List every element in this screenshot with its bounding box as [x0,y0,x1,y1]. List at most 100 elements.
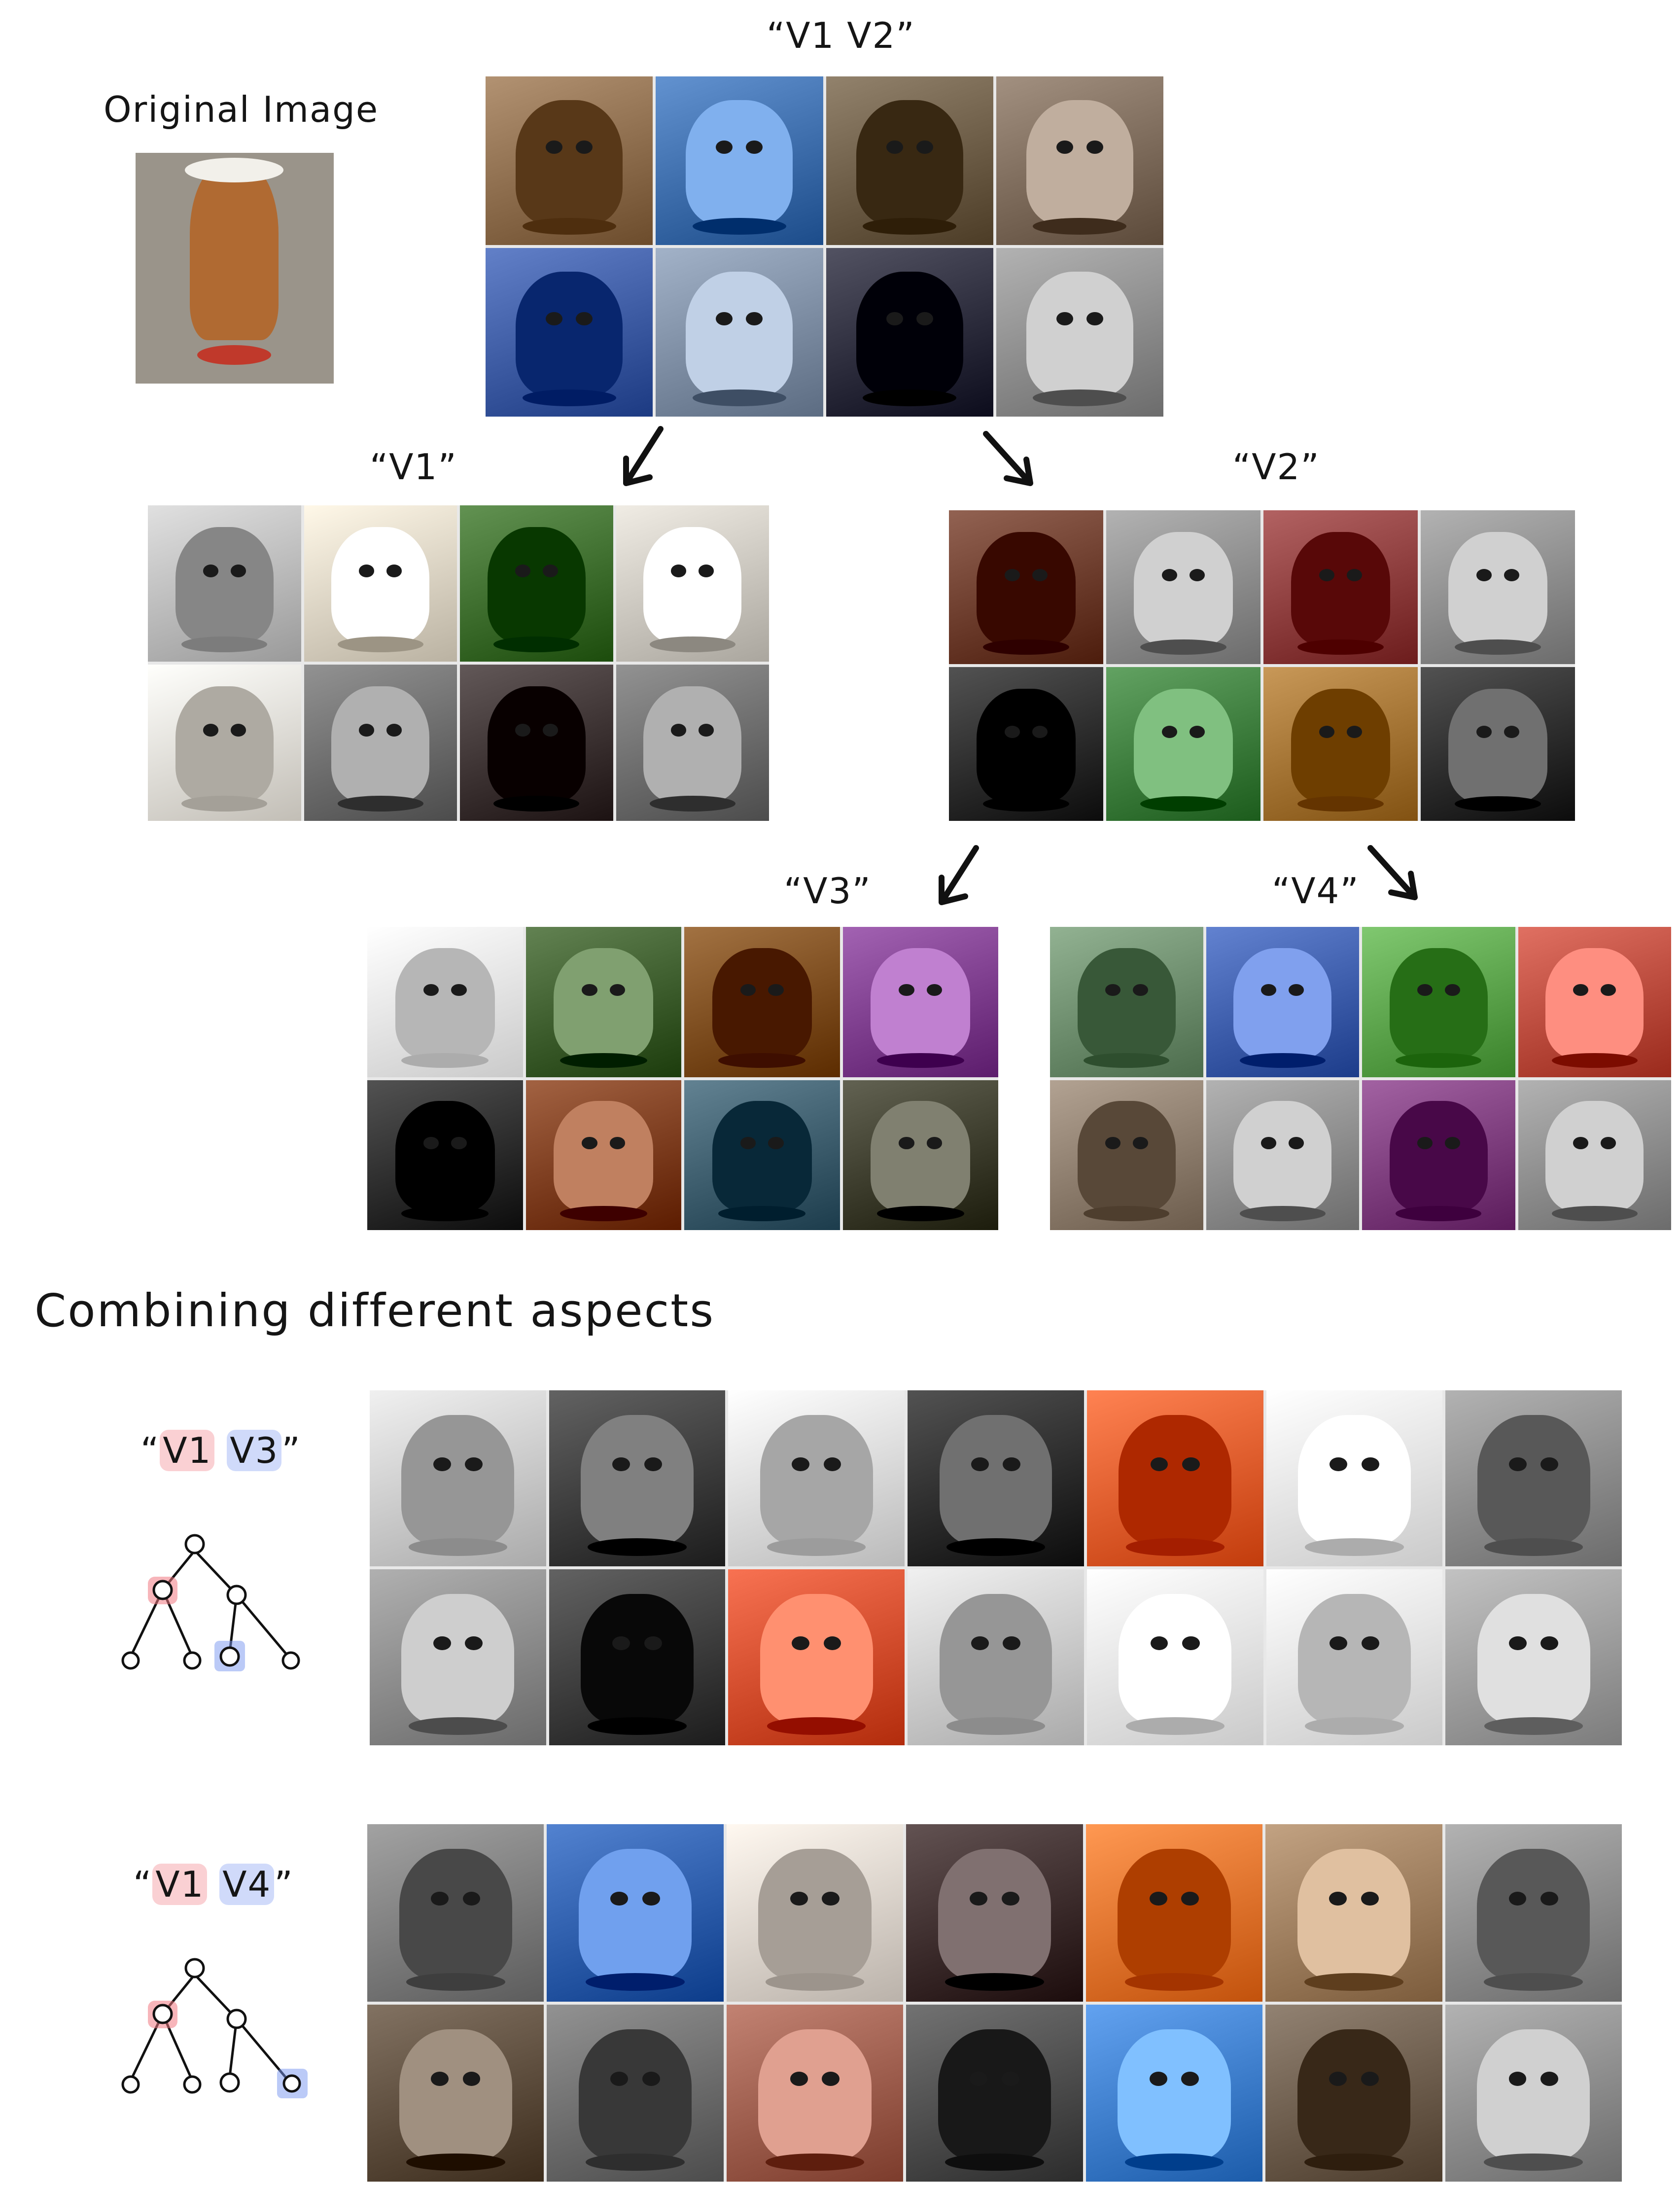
base-shape [863,218,957,235]
generated-image-tile [1265,2004,1442,2182]
subject-shape [643,527,742,643]
subject-shape [578,1849,692,1980]
quote-open: “ [140,1430,160,1471]
base-shape [1484,2153,1583,2171]
base-shape [1140,639,1227,655]
eye-shape [926,984,943,996]
generated-image-tile [1518,1080,1671,1230]
eye-shape [970,2072,988,2086]
eye-shape [644,1636,662,1651]
generated-image-tile [1206,927,1359,1077]
subject-shape [1077,948,1176,1059]
subject-shape [1233,948,1332,1059]
eye-shape [610,1891,629,1906]
eye-shape [1149,2072,1167,2086]
subject-shape [1477,1593,1590,1725]
eye-shape [542,565,558,577]
subject-shape [1119,1593,1232,1725]
generated-image-tile [842,927,998,1077]
subject-shape [554,1101,654,1212]
subject-shape [1291,688,1390,803]
eye-shape [1001,1891,1019,1906]
subject-shape [643,686,742,802]
subject-shape [395,948,495,1059]
base-shape [649,636,735,652]
eye-shape [576,312,593,326]
generated-image-tile [616,505,769,662]
generated-image-tile [1265,1824,1442,2002]
generated-image-tile [460,665,613,821]
base-shape [692,218,786,235]
generated-image-tile [547,1824,724,2002]
subject-shape [856,271,963,396]
eye-shape [1003,1457,1021,1472]
subject-shape [760,1593,873,1725]
eye-shape [1261,1137,1277,1149]
generated-image-tile [1362,1080,1515,1230]
eye-shape [1182,1636,1200,1651]
eye-shape [792,1457,809,1472]
eye-shape [1540,1457,1559,1472]
eye-shape [462,1891,481,1906]
generated-image-tile [1263,667,1418,821]
eye-shape [822,1891,840,1906]
eye-shape [1540,2072,1558,2086]
generated-image-tile [684,927,840,1077]
generated-image-tile [1445,2004,1622,2182]
eye-shape [1105,1137,1120,1149]
base-shape [1125,1538,1225,1556]
subject-shape [1477,1414,1590,1546]
generated-image-tile [1445,1390,1622,1566]
eye-shape [546,140,563,154]
eye-shape [1190,568,1205,581]
subject-shape [399,2029,512,2160]
eye-shape [1504,568,1520,581]
eye-shape [823,1457,841,1472]
base-shape [337,636,423,652]
base-shape [649,796,735,812]
base-shape [406,1973,505,1991]
subject-shape [712,948,812,1059]
eye-shape [1086,312,1103,326]
v1v2-label: “V1 V2” [767,15,915,56]
generated-image-tile [1106,510,1260,664]
generated-image-tile [1050,927,1203,1077]
eye-shape [1540,1891,1558,1906]
eye-shape [230,565,246,577]
generated-image-tile [1050,1080,1203,1230]
generated-image-tile [1085,1824,1263,2002]
eye-shape [576,140,593,154]
subject-shape [516,271,623,396]
eye-shape [886,312,903,326]
subject-shape [1118,1849,1231,1980]
subject-shape [758,2029,872,2160]
base-shape [401,1053,489,1068]
subject-shape [1545,948,1644,1059]
eye-shape [916,140,933,154]
subject-shape [1545,1101,1644,1212]
v1-label: “V1” [370,446,457,488]
base-shape [522,218,616,235]
base-shape [408,1538,508,1556]
subject-shape [581,1593,694,1725]
generated-image-tile [616,665,769,821]
base-shape [1297,796,1384,812]
eye-shape [1003,1636,1021,1651]
subject-shape [1134,531,1233,646]
base-shape [1033,389,1127,407]
eye-shape [451,1137,467,1149]
subject-shape [686,100,793,225]
generated-image-tile [486,248,653,417]
generated-image-tile [367,927,523,1077]
subject-shape [175,686,274,802]
base-shape [1484,1717,1583,1735]
generated-image-tile [1445,1824,1622,2002]
arrow-down-right-v4 [1367,845,1418,900]
eye-shape [1181,2072,1199,2086]
arrow-down-left-v1 [623,426,664,486]
eye-shape [716,312,733,326]
eye-shape [899,984,914,996]
eye-shape [642,2072,660,2086]
eye-shape [1149,1891,1167,1906]
generated-image-tile [684,1080,840,1230]
